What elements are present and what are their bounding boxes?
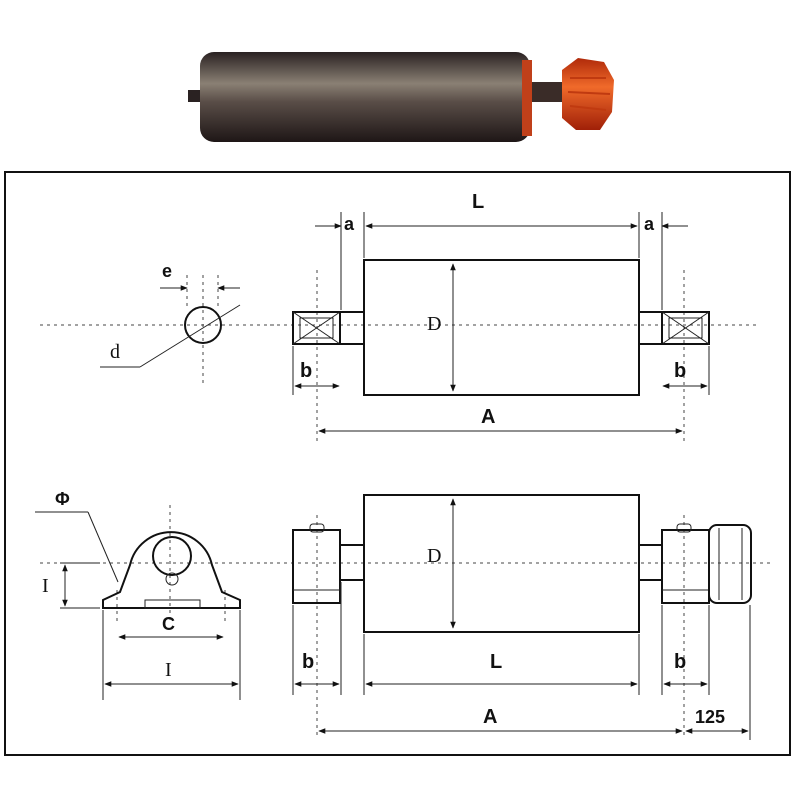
dim-a-right: a — [644, 214, 655, 234]
dim-I-horiz: I — [165, 659, 172, 681]
top-view: e d L a — [40, 191, 760, 445]
dim-e: e — [162, 261, 172, 281]
roller-photo — [188, 52, 614, 142]
housing-bolt — [165, 572, 179, 586]
shaft-right — [638, 311, 663, 345]
motor — [708, 524, 752, 604]
dim-D-top: D — [427, 313, 441, 335]
dim-A-top: A — [481, 406, 495, 428]
drum-body — [363, 259, 640, 396]
bearing-left — [292, 311, 341, 345]
dim-b-top-left: b — [300, 360, 312, 382]
dim-phi: Φ — [55, 489, 70, 509]
shaft-circle — [184, 306, 222, 344]
shaft-left-bottom — [339, 544, 365, 581]
dim-a-left: a — [344, 214, 355, 234]
dim-A-bottom: A — [483, 706, 497, 728]
roller-end-cap — [522, 60, 532, 136]
dim-L-top: L — [472, 191, 484, 213]
roller-shell — [200, 52, 530, 142]
housing-bore — [152, 536, 192, 576]
dim-I-vert: I — [42, 575, 49, 597]
roller-shaft-right — [532, 82, 562, 102]
motor-cap-ribs — [567, 77, 611, 111]
housing-outline — [102, 531, 241, 609]
dim-C: C — [162, 614, 175, 634]
dim-b-bottom-right: b — [674, 651, 686, 673]
shaft-left — [339, 311, 365, 345]
dim-L-bottom: L — [490, 651, 502, 673]
shaft-section: e d — [40, 261, 280, 385]
dim-b-bottom-left: b — [302, 651, 314, 673]
roller-shaft-left — [188, 90, 202, 102]
bottom-view: Φ I C I — [35, 489, 770, 740]
bearing-housing: Φ I C I — [35, 489, 270, 700]
bearing-right — [661, 311, 710, 345]
motor-cap — [562, 58, 614, 130]
drawing-frame — [4, 171, 791, 756]
dim-125: 125 — [695, 707, 725, 727]
dim-D-bottom: D — [427, 545, 441, 567]
dim-b-top-right: b — [674, 360, 686, 382]
dim-d: d — [110, 341, 120, 363]
